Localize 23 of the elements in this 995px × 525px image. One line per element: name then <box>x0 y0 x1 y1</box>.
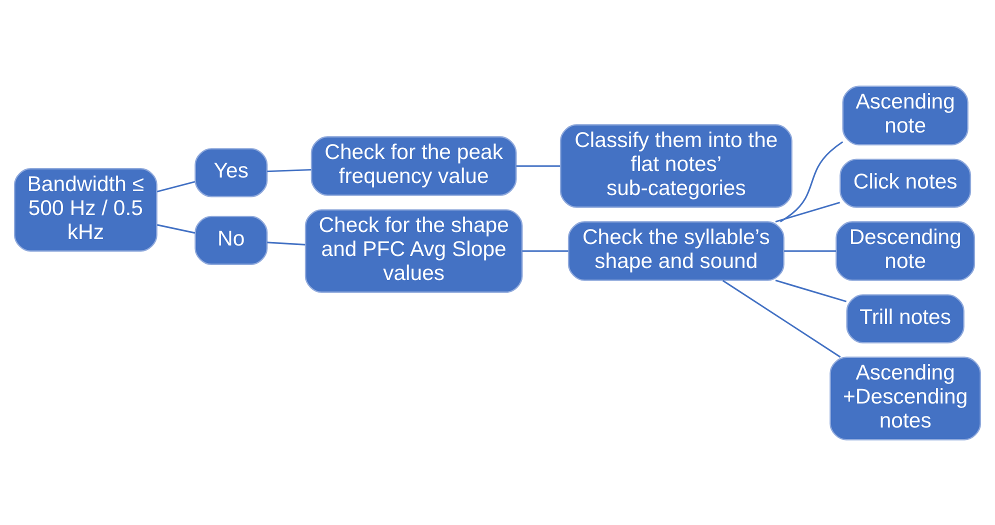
connector <box>722 279 841 358</box>
connector <box>267 168 312 172</box>
node-box: Ascending +Descending notes <box>830 356 982 440</box>
node-box: Trill notes <box>846 294 964 343</box>
connector <box>522 250 568 252</box>
connector <box>775 279 847 302</box>
connector <box>780 140 844 222</box>
connector <box>267 241 306 245</box>
connector <box>516 164 560 166</box>
node-box: Yes <box>194 148 268 197</box>
connector <box>156 180 196 192</box>
node-box: Check the syllable’s shape and sound <box>568 220 784 280</box>
node-box: Click notes <box>840 158 972 208</box>
node-box: Check for the shape and PFC Avg Slope values <box>304 208 523 292</box>
node-box: Ascending note <box>842 85 968 145</box>
node-box: Classify them into the flat notes’ sub-categories <box>560 124 792 208</box>
connector <box>775 201 840 222</box>
node-box: No <box>194 215 268 264</box>
node-box: Check for the peak frequency value <box>310 136 517 196</box>
connector <box>157 224 196 234</box>
connector <box>784 250 836 252</box>
node-box: Bandwidth ≤ 500 Hz / 0.5 kHz <box>14 168 158 252</box>
node-box: Descending note <box>836 220 976 280</box>
